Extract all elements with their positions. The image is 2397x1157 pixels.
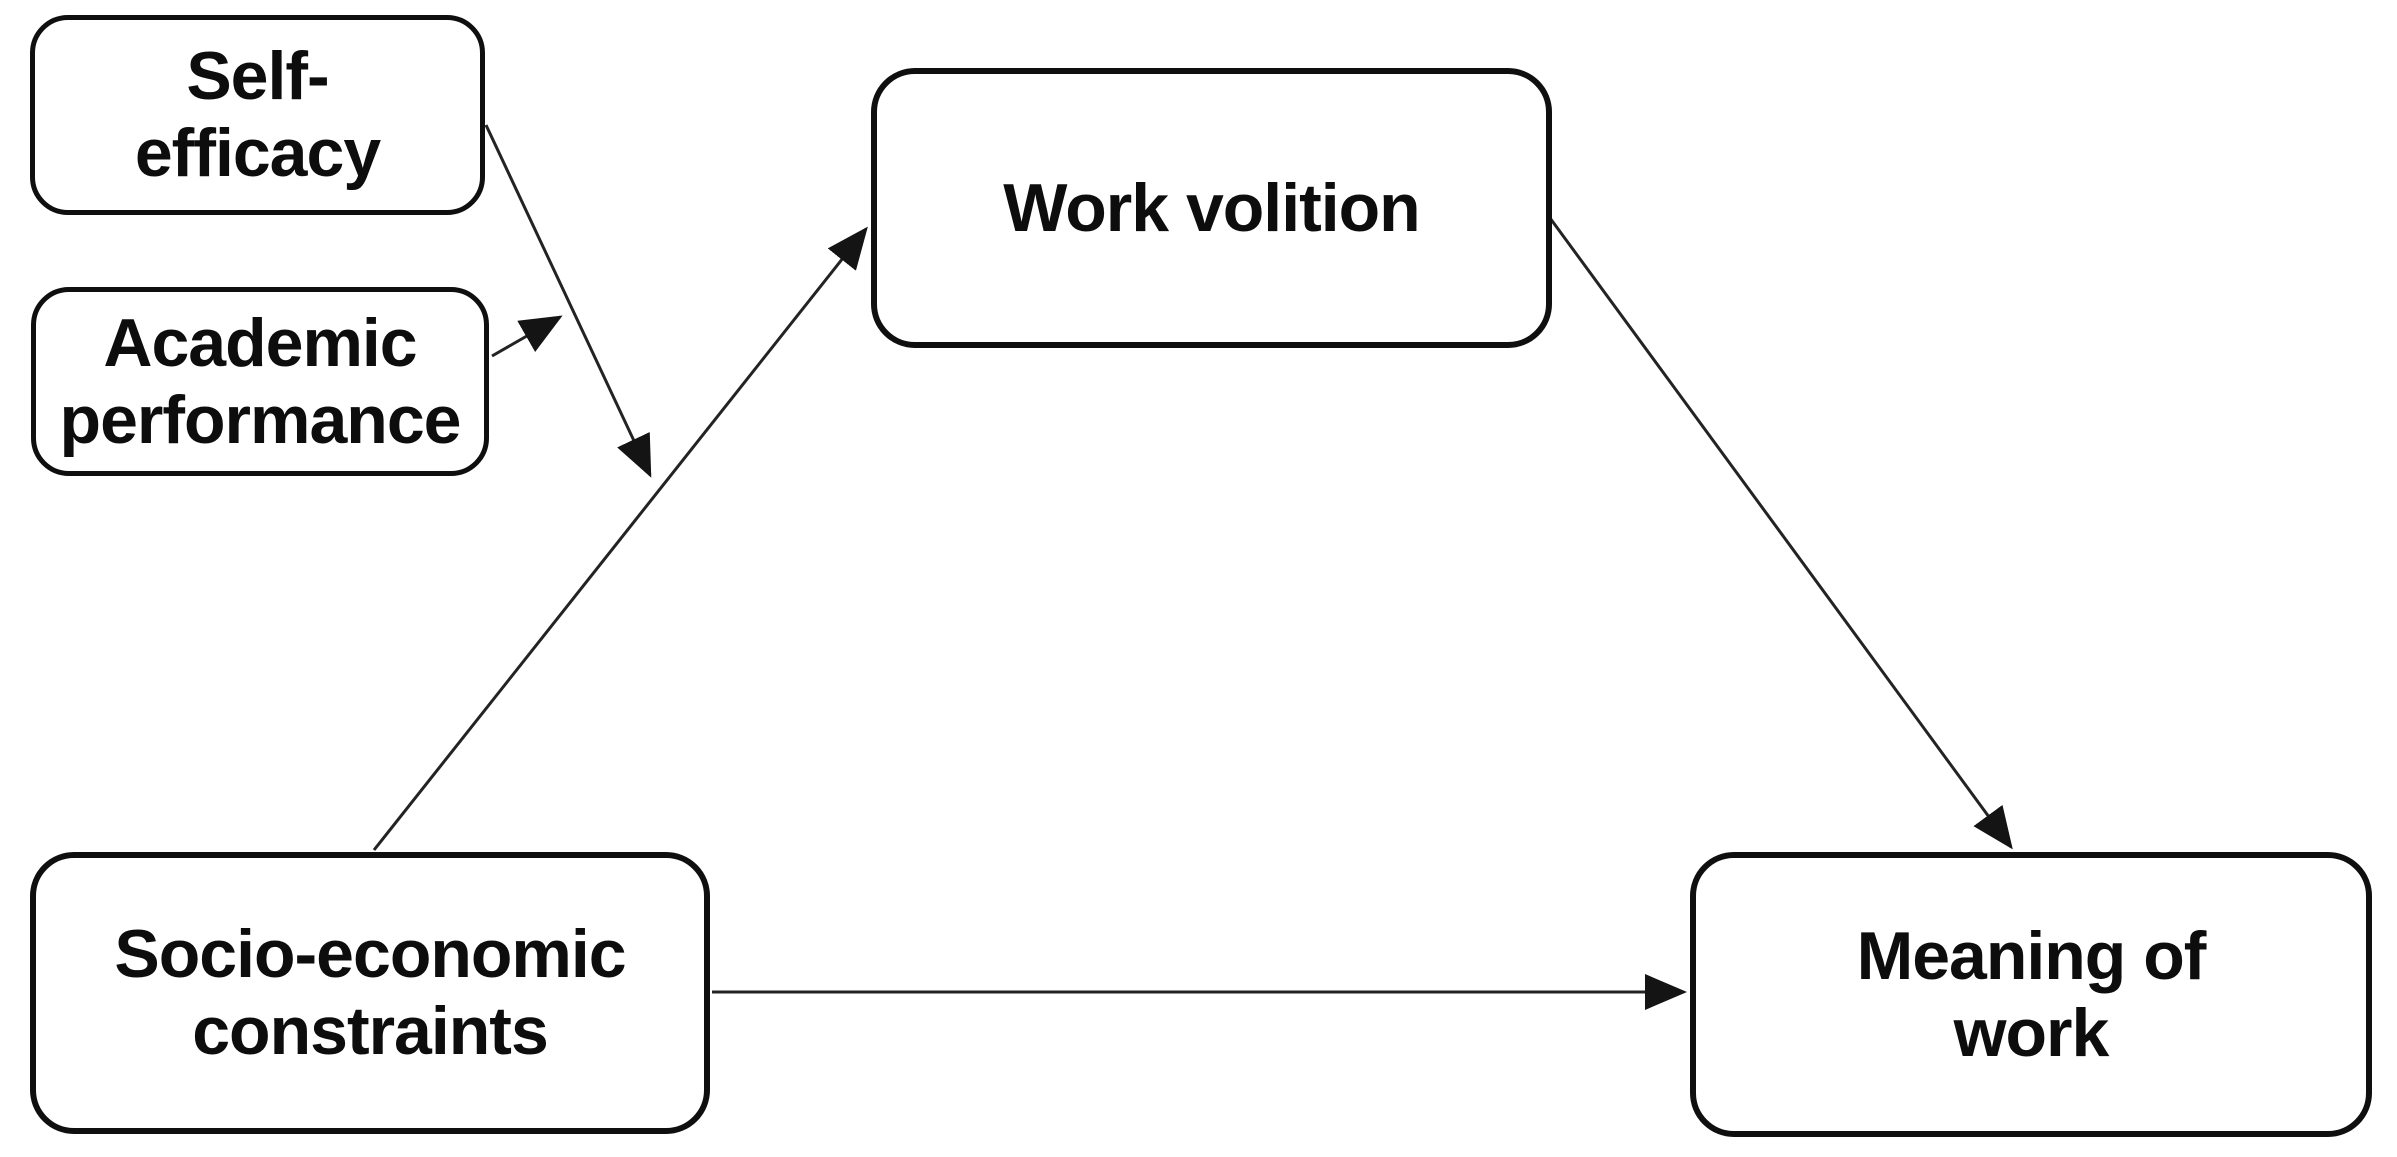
node-academic-performance: Academic performance [31,287,489,476]
arrow-self-efficacy-moderation [484,124,652,478]
arrow-work-volition-to-meaning-of-work [1548,217,2013,850]
node-self-efficacy: Self- efficacy [30,15,485,215]
node-socio-economic-constraints-label: Socio-economic constraints [114,916,626,1069]
node-meaning-of-work-label: Meaning of work [1856,917,2207,1071]
node-socio-economic-constraints: Socio-economic constraints [30,852,710,1134]
node-academic-performance-label: Academic performance [59,304,462,458]
node-work-volition: Work volition [871,68,1552,348]
arrow-academic-performance-moderation [491,315,563,358]
node-work-volition-label: Work volition [1003,169,1420,246]
arrow-socio-to-work-volition [372,226,868,851]
node-meaning-of-work: Meaning of work [1690,852,2372,1137]
node-self-efficacy-label: Self- efficacy [134,38,381,191]
